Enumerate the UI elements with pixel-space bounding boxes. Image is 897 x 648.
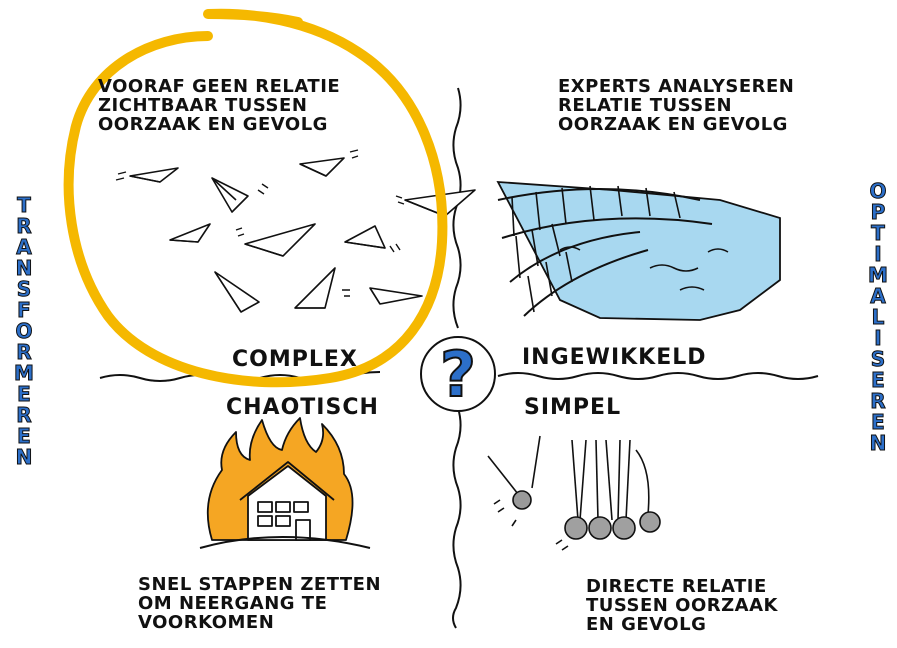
chaotisch-description: SNEL STAPPEN ZETTEN OM NEERGANG TE VOORK… bbox=[138, 574, 382, 633]
side-label-letter: N bbox=[869, 431, 887, 455]
paper-planes-icon bbox=[129, 157, 476, 313]
side-label-letter: O bbox=[15, 319, 33, 343]
side-label-letter: S bbox=[16, 277, 32, 301]
side-label-letter: I bbox=[874, 242, 882, 266]
side-label-letter: M bbox=[14, 361, 35, 385]
side-label-letter: E bbox=[17, 424, 32, 448]
side-label-letter: I bbox=[874, 326, 882, 350]
complex-description: VOORAF GEEN RELATIE ZICHTBAAR TUSSEN OOR… bbox=[98, 76, 341, 135]
side-label-letter: E bbox=[871, 410, 886, 434]
chaotisch-title: CHAOTISCH bbox=[226, 395, 379, 420]
side-label-letter: N bbox=[15, 445, 33, 469]
newtons-cradle-icon bbox=[487, 435, 661, 551]
side-label-letter: T bbox=[17, 193, 32, 217]
ingewikkeld-description: EXPERTS ANALYSEREN RELATIE TUSSEN OORZAA… bbox=[558, 76, 795, 135]
side-label-letter: S bbox=[870, 347, 886, 371]
side-label-letter: O bbox=[869, 179, 887, 203]
side-label-letter: E bbox=[17, 382, 32, 406]
side-label-letter: F bbox=[17, 298, 32, 322]
side-label-letter: M bbox=[868, 263, 889, 287]
vertical-divider bbox=[452, 87, 462, 629]
side-label-letter: T bbox=[871, 221, 886, 245]
ingewikkeld-title: INGEWIKKELD bbox=[522, 345, 707, 370]
bridge-icon bbox=[496, 180, 781, 321]
burning-house-icon bbox=[199, 417, 371, 549]
side-label-letter: R bbox=[16, 340, 32, 364]
simpel-title: SIMPEL bbox=[524, 395, 622, 420]
side-label-letter: L bbox=[871, 305, 885, 329]
side-label-letter: R bbox=[16, 403, 32, 427]
side-label-letter: R bbox=[16, 214, 32, 238]
side-label-letter: E bbox=[871, 368, 886, 392]
side-label-letter: R bbox=[870, 389, 886, 413]
side-label-letter: A bbox=[870, 284, 886, 308]
side-label-letter: P bbox=[870, 200, 886, 224]
side-label-letter: A bbox=[16, 235, 32, 259]
question-mark-icon: ? bbox=[420, 336, 496, 412]
side-label-letter: N bbox=[15, 256, 33, 280]
simpel-description: DIRECTE RELATIE TUSSEN OORZAAK EN GEVOLG bbox=[586, 576, 778, 635]
highlight-circle bbox=[63, 8, 448, 388]
complex-title: COMPLEX bbox=[232, 347, 358, 372]
